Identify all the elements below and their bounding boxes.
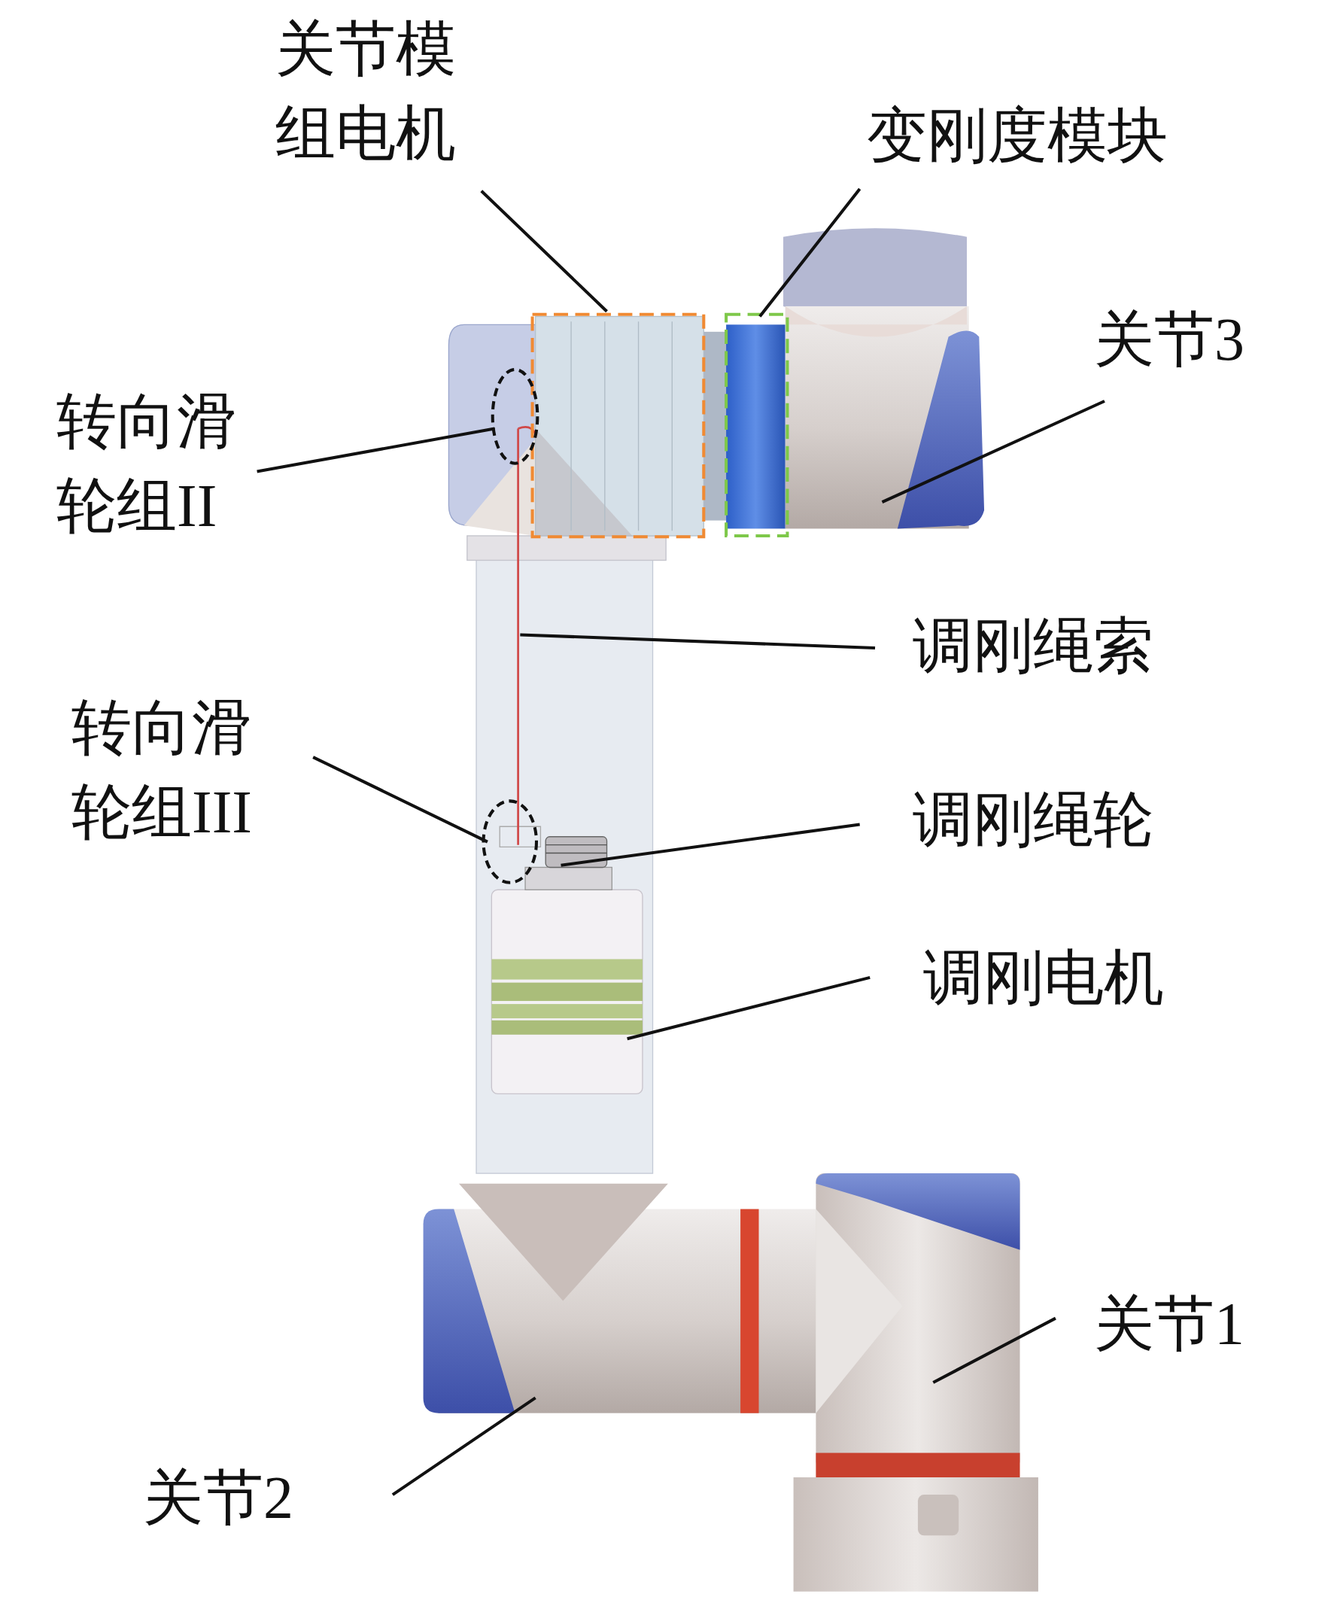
motor-band (491, 1020, 643, 1035)
red-band (815, 1452, 1020, 1478)
part-label: 关节模组电机 (275, 6, 468, 176)
variable-stiffness-ring (726, 324, 786, 529)
motor-band (491, 958, 643, 979)
part-label: 调刚绳索 (912, 603, 1154, 688)
base (793, 1476, 1039, 1592)
motor-band (491, 982, 643, 1001)
joint-motor (535, 316, 705, 535)
base-lug (917, 1494, 959, 1535)
joint3-cap (897, 330, 985, 529)
part-label: 变刚度模块 (866, 93, 1168, 178)
joint1-cap (815, 1172, 1020, 1250)
joint2-cap (423, 1209, 516, 1414)
upper-elbow (464, 438, 536, 536)
motor-frame (532, 314, 705, 538)
motor-flange (525, 866, 612, 890)
pulley-mark (483, 800, 537, 882)
pulley-mark (492, 369, 538, 464)
motor-band (491, 1003, 643, 1018)
connector (703, 331, 729, 521)
part-label: 关节1 (1093, 1281, 1245, 1366)
module-frame (726, 314, 788, 536)
part-label: 转向滑轮组II (56, 379, 250, 548)
part-label: 调刚电机 (923, 935, 1164, 1020)
part-label: 关节2 (142, 1455, 294, 1540)
part-label: 关节3 (1093, 297, 1245, 382)
stiffness-motor (491, 889, 643, 1094)
cone (458, 1183, 669, 1301)
red-ring (740, 1209, 759, 1414)
joint1-body (815, 1172, 1020, 1469)
part-label: 转向滑轮组III (71, 685, 265, 854)
arm-joint-face (815, 1209, 903, 1414)
part-label: 调刚绳轮 (912, 777, 1154, 862)
flange (467, 535, 666, 561)
